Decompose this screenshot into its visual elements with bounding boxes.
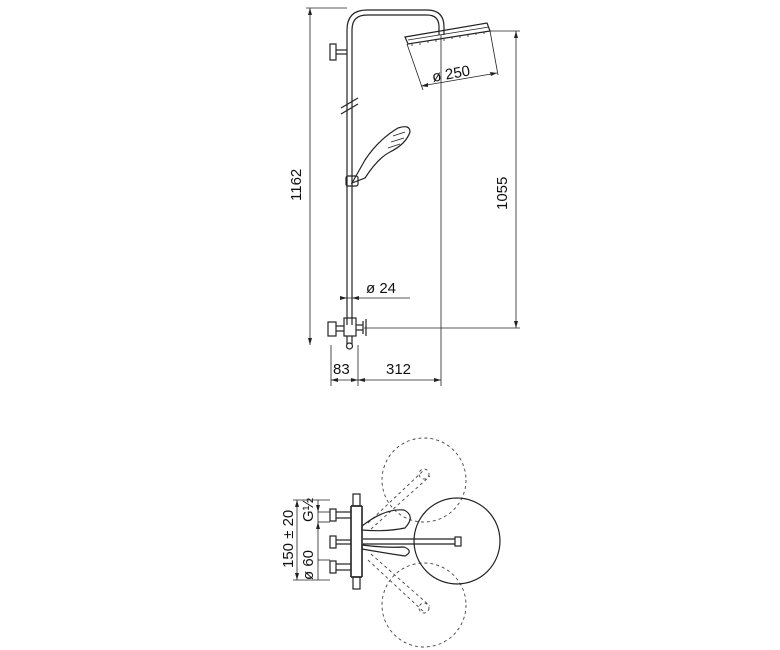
thermostatic-mixer <box>327 317 367 350</box>
mixer-plan <box>329 493 363 590</box>
overhead-shower-head <box>404 22 491 46</box>
head-height-label: 1055 <box>494 177 511 210</box>
thread-label: G½ <box>300 497 317 522</box>
flange-diameter-label: ø 60 <box>300 550 317 580</box>
shower-head-plan <box>363 497 501 585</box>
riser-pipe <box>340 30 359 325</box>
upper-wall-bracket <box>329 43 347 61</box>
shower-arm <box>346 9 445 35</box>
inlet-spacing-label: 150 ± 20 <box>280 510 297 568</box>
arm-length-label: 312 <box>386 361 411 378</box>
elevation-view: ø 250 1162 <box>288 7 520 386</box>
head-height-dimension: 1055 <box>364 30 520 329</box>
overall-height-dimension: 1162 <box>288 7 347 345</box>
hand-shower <box>345 126 411 187</box>
head-diameter-dimension: ø 250 <box>406 30 499 91</box>
swivel-range-upper <box>367 437 467 530</box>
plan-view: 150 ± 20 G½ ø 60 <box>280 437 501 648</box>
head-diameter-label: ø 250 <box>431 63 472 86</box>
swivel-range-lower <box>367 553 467 648</box>
wall-offset-label: 83 <box>333 361 350 378</box>
inlet-dimensions: 150 ± 20 G½ ø 60 <box>280 497 330 581</box>
hand-shower-plan <box>361 509 411 557</box>
overall-height-label: 1162 <box>288 169 305 201</box>
pipe-diameter-label: ø 24 <box>366 280 396 297</box>
pipe-diameter-dimension: ø 24 <box>340 280 410 300</box>
horizontal-dimensions: 83 312 <box>330 35 442 386</box>
